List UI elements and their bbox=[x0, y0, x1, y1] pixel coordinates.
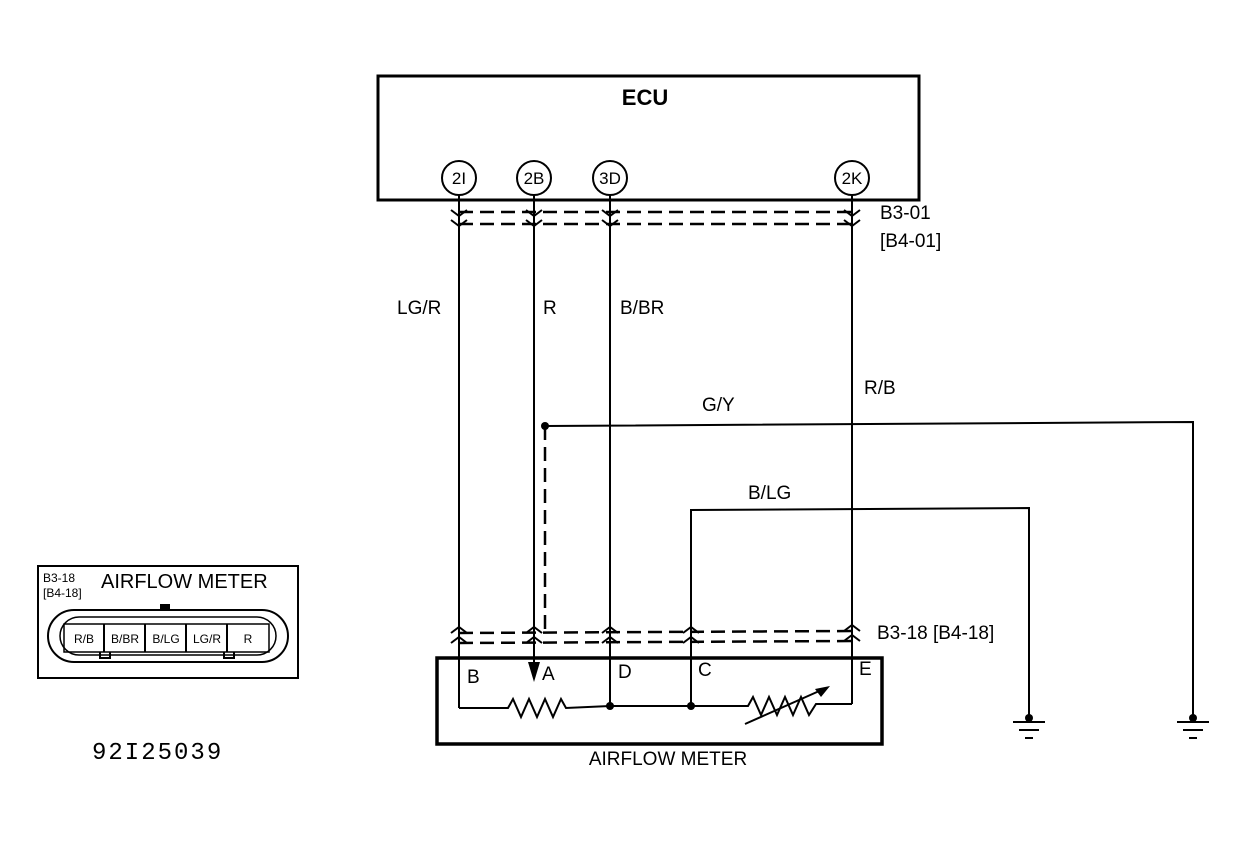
ecu-block: ECU bbox=[376, 74, 921, 202]
thermistor-arrow bbox=[744, 687, 827, 725]
figure-id: 92I25039 bbox=[92, 740, 223, 767]
vertical-wires bbox=[458, 195, 853, 708]
connector-title: AIRFLOW METER bbox=[101, 571, 268, 593]
ecu-connector-shield bbox=[450, 209, 861, 228]
meter-connector-shield bbox=[450, 623, 861, 645]
ecu-title: ECU bbox=[622, 85, 668, 110]
wire-label-r-b: R/B bbox=[864, 378, 896, 399]
airflow-meter-block: B A D C E bbox=[435, 656, 884, 746]
ground-icon bbox=[1177, 714, 1209, 739]
connector-face-view: B3-18 [B4-18] AIRFLOW METER R/B B/BR B/L… bbox=[37, 565, 299, 679]
ecu-pin-2k: 2K bbox=[842, 169, 863, 188]
airflow-meter-label: AIRFLOW METER bbox=[589, 749, 747, 770]
terminal-a: A bbox=[542, 664, 555, 685]
potentiometer bbox=[459, 694, 852, 720]
connector-pin-4: LG/R bbox=[193, 632, 221, 646]
ecu-pins: 2I 2B 3D 2K bbox=[441, 160, 870, 196]
ecu-pin-2b: 2B bbox=[524, 169, 545, 188]
wire-label-b-lg: B/LG bbox=[748, 483, 791, 504]
terminal-b: B bbox=[467, 667, 480, 688]
wiper-arrow bbox=[528, 662, 540, 682]
wire-label-b-br: B/BR bbox=[620, 298, 664, 319]
terminal-d: D bbox=[618, 662, 632, 683]
wire-label-g-y: G/Y bbox=[702, 395, 735, 416]
ecu-connector-label: B3-01 bbox=[880, 203, 931, 224]
meter-connector-label: B3-18 [B4-18] bbox=[877, 623, 994, 644]
terminal-c: C bbox=[698, 660, 712, 681]
ground-icon bbox=[1013, 714, 1045, 739]
connector-pin-2: B/BR bbox=[111, 632, 139, 646]
shield-drain-wire bbox=[541, 420, 1194, 718]
connector-pin-5: R bbox=[244, 632, 253, 646]
wire-label-lg-r: LG/R bbox=[397, 298, 441, 319]
terminal-e: E bbox=[859, 659, 872, 680]
connector-code-alt: [B4-18] bbox=[43, 586, 82, 600]
wire-b-lg bbox=[690, 506, 1030, 718]
connector-pin-3: B/LG bbox=[152, 632, 179, 646]
ecu-connector-label-alt: [B4-01] bbox=[880, 231, 941, 252]
connector-code: B3-18 bbox=[43, 571, 75, 585]
connector-pin-1: R/B bbox=[74, 632, 94, 646]
ecu-pin-3d: 3D bbox=[599, 169, 621, 188]
ecu-pin-2i: 2I bbox=[452, 169, 466, 188]
wire-label-r: R bbox=[543, 298, 557, 319]
